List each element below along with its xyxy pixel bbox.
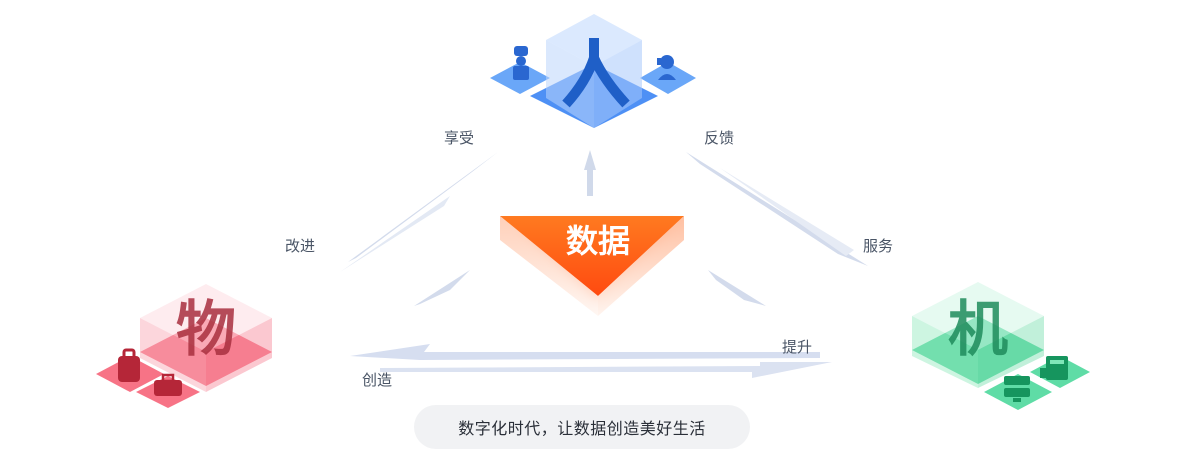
node-machine	[912, 282, 1090, 410]
arrow-create	[350, 344, 820, 360]
node-data	[500, 216, 684, 316]
server-icon	[1004, 376, 1030, 402]
label-feedback: 反馈	[704, 129, 735, 147]
label-service: 服务	[863, 237, 894, 255]
node-person	[490, 14, 696, 128]
chef-icon	[513, 46, 529, 80]
caption-pill: 数字化时代，让数据创造美好生活	[414, 405, 750, 449]
arrow-upgrade	[380, 362, 832, 378]
label-improve: 改进	[285, 237, 316, 255]
arrow-data-thing	[414, 270, 470, 306]
arrow-feedback-service	[686, 152, 868, 266]
machine-node-label: 机	[948, 295, 1008, 365]
label-create: 创造	[362, 371, 393, 389]
data-node-label: 数据	[566, 222, 630, 260]
label-upgrade: 提升	[782, 338, 813, 356]
node-thing	[96, 284, 272, 408]
backpack-icon	[118, 348, 140, 382]
thing-node-label: 物	[176, 295, 236, 365]
briefcase-icon	[154, 373, 182, 396]
arrow-data-machine	[708, 270, 766, 306]
machine-panel-icon	[1040, 356, 1068, 380]
label-enjoy: 享受	[444, 129, 475, 147]
arrow-data-person	[584, 150, 596, 196]
headset-agent-icon	[657, 55, 676, 80]
arrow-improve-enjoy	[340, 152, 498, 272]
